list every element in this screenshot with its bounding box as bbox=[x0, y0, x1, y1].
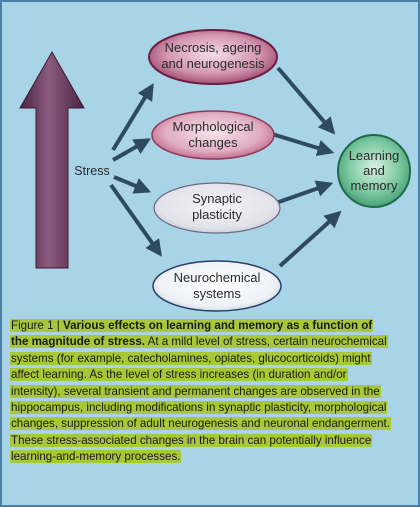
figure-caption: Figure 1 | Various effects on learning a… bbox=[10, 318, 391, 466]
arrow-necrosis-to-learning bbox=[276, 66, 336, 135]
synaptic-label-line1: Synaptic bbox=[192, 191, 242, 206]
learning-label-line2: and bbox=[363, 163, 385, 178]
node-learning-and-memory bbox=[337, 134, 411, 208]
necrosis-label-line1: Necrosis, ageing bbox=[165, 40, 262, 55]
morphological-label-line1: Morphological bbox=[173, 119, 254, 134]
node-necrosis-ageing-neurogenesis bbox=[148, 29, 278, 85]
caption-lead: Various effects on learning and memory a… bbox=[11, 319, 373, 349]
stress-magnitude-arrow bbox=[19, 50, 85, 269]
arrow-stress-to-necrosis bbox=[111, 83, 154, 152]
learning-label-line1: Learning bbox=[349, 148, 400, 163]
necrosis-label-line2: and neurogenesis bbox=[161, 56, 265, 71]
neurochemical-label-line2: systems bbox=[193, 286, 241, 301]
learning-label-line3: memory bbox=[351, 178, 398, 193]
synaptic-label-line2: plasticity bbox=[192, 207, 242, 222]
arrow-neurochemical-to-learning bbox=[278, 210, 342, 268]
connector-arrows bbox=[109, 66, 342, 268]
node-synaptic-plasticity bbox=[153, 182, 281, 234]
arrow-stress-to-neurochemical bbox=[109, 183, 162, 257]
node-morphological-changes bbox=[151, 110, 275, 160]
arrow-stress-to-synaptic bbox=[113, 175, 152, 194]
node-neurochemical-systems bbox=[152, 260, 282, 312]
arrow-synaptic-to-learning bbox=[275, 180, 334, 205]
stress-label: Stress bbox=[74, 164, 109, 178]
figure-label: Figure 1 | bbox=[11, 319, 63, 332]
morphological-label-line2: changes bbox=[188, 135, 238, 150]
arrow-stress-to-morphological bbox=[112, 138, 151, 162]
caption-body: At a mild level of stress, certain neuro… bbox=[11, 335, 390, 464]
neurochemical-label-line1: Neurochemical bbox=[174, 270, 261, 285]
arrow-morphological-to-learning bbox=[271, 132, 335, 157]
